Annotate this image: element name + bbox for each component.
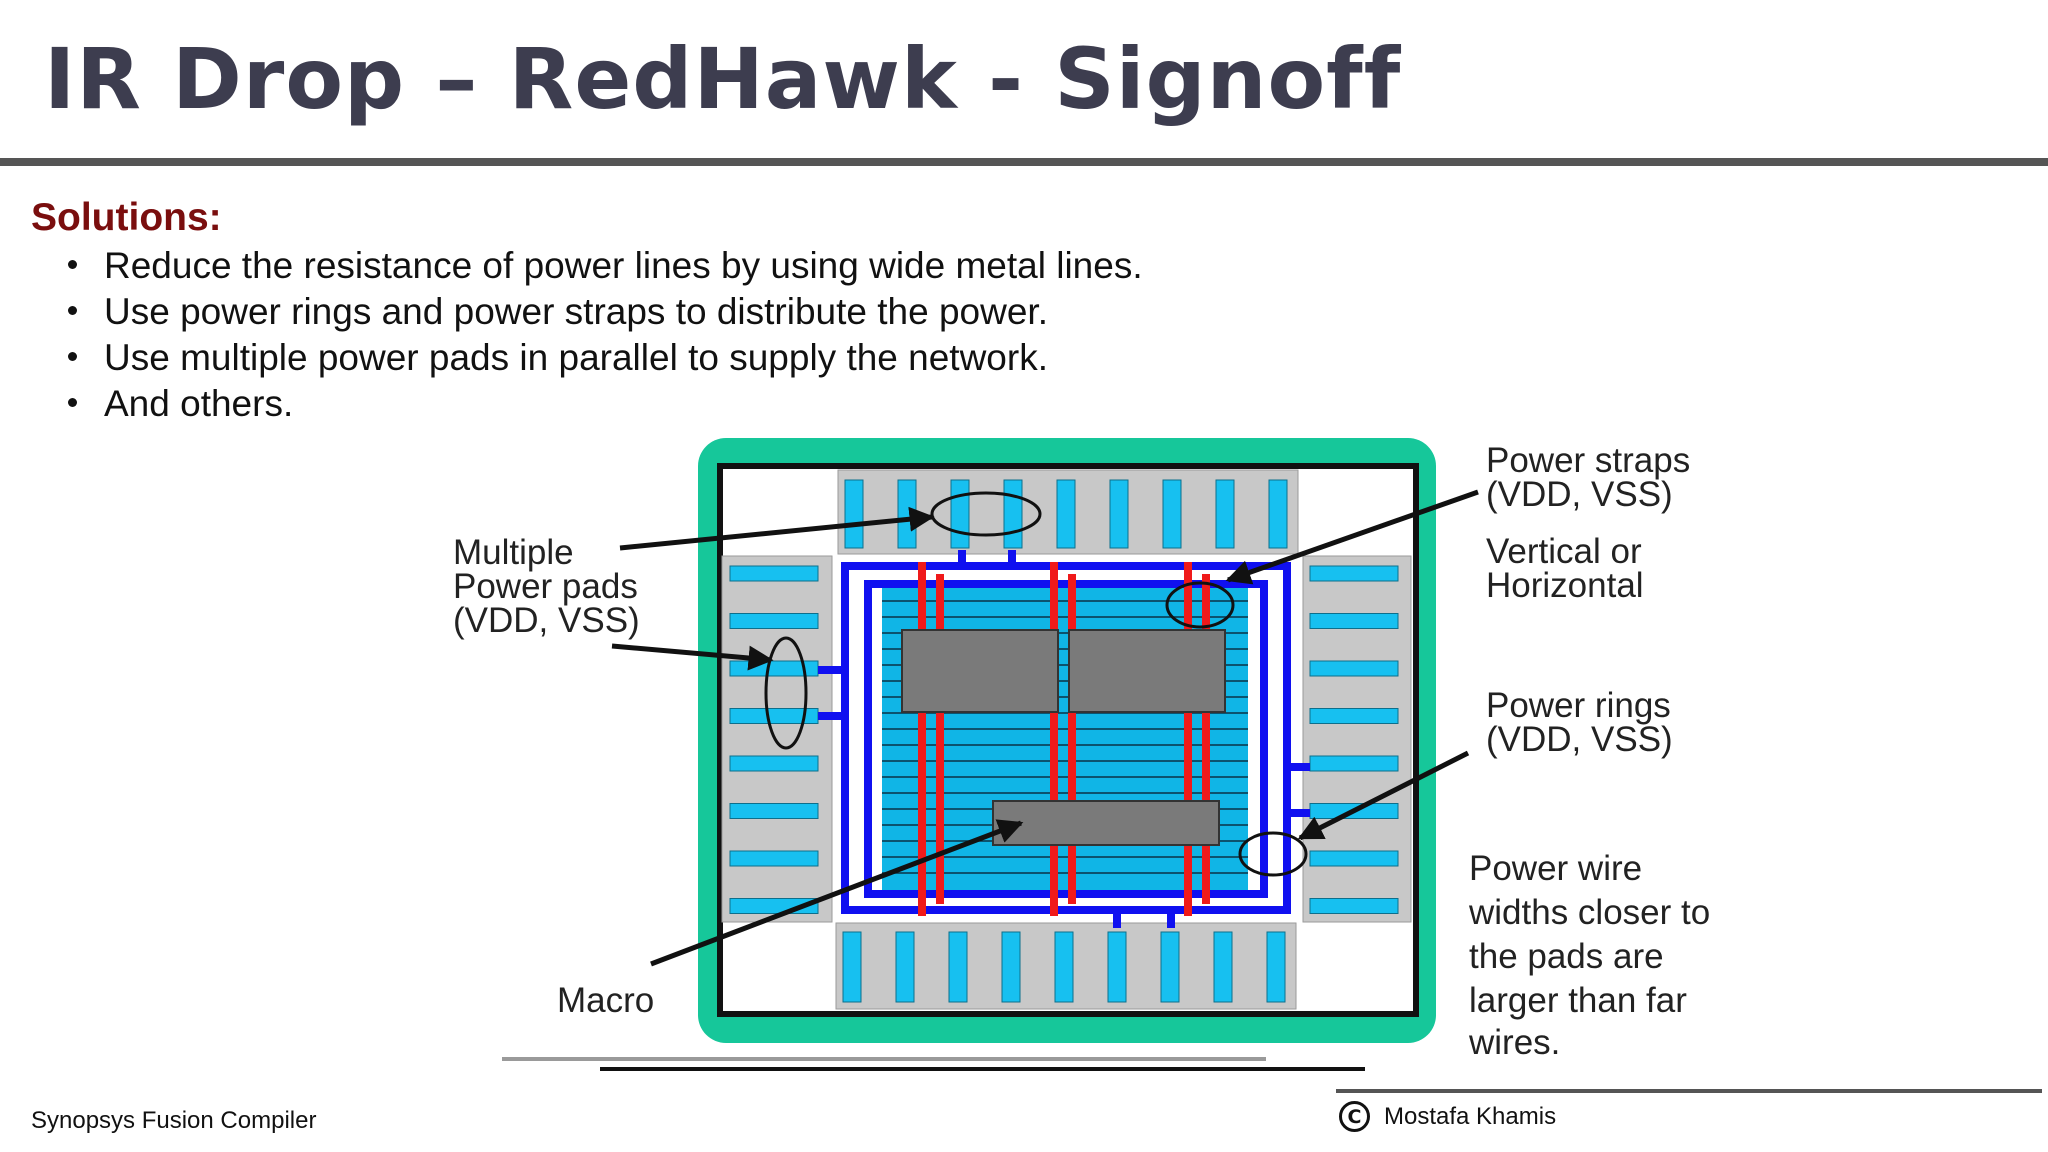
arrow-rings (1297, 750, 1470, 841)
label-line: larger than far (1469, 981, 1687, 1020)
label-line: Power wire (1469, 849, 1642, 888)
macro-block-bottom (992, 800, 1220, 846)
list-item-text: Reduce the resistance of power lines by … (104, 245, 1143, 286)
power-pad (842, 931, 862, 1003)
power-pad (895, 931, 915, 1003)
label-macro: Macro (557, 981, 654, 1020)
footer-divider-right (1336, 1089, 2042, 1093)
power-pad (1160, 931, 1180, 1003)
list-item: And others. (58, 381, 1143, 427)
power-pad (897, 479, 917, 549)
power-pad (1266, 931, 1286, 1003)
label-power-rings: Power rings (VDD, VSS) (1486, 686, 1681, 759)
label-line: the pads are (1469, 937, 1664, 976)
power-pad (1309, 898, 1399, 914)
power-pad (1054, 931, 1074, 1003)
power-pads-right (1309, 565, 1399, 914)
power-pad (1162, 479, 1182, 549)
power-pad (948, 931, 968, 1003)
arrow-macro (650, 819, 1024, 967)
label-line: (VDD, VSS) (1486, 475, 1673, 514)
power-pad (1213, 931, 1233, 1003)
label-line: Power straps (1486, 441, 1690, 480)
label-line: Power rings (1486, 686, 1671, 725)
power-pad (1309, 708, 1399, 724)
label-line: Horizontal (1486, 566, 1644, 605)
callout-left-pads (764, 636, 808, 750)
power-pad (1215, 479, 1235, 549)
list-item-text: And others. (104, 383, 294, 424)
footer-divider-black (600, 1067, 1365, 1071)
label-power-pads: Multiple Power pads (VDD, VSS) (453, 533, 648, 640)
footer-credit: C Mostafa Khamis (1339, 1101, 1556, 1132)
label-line: (VDD, VSS) (1486, 720, 1673, 759)
list-item: Use power rings and power straps to dist… (58, 289, 1143, 335)
arrow-pads-left (611, 643, 774, 671)
label-orientation: Vertical or Horizontal (1486, 532, 1651, 605)
footer-source: Synopsys Fusion Compiler (31, 1107, 317, 1134)
slide-title: IR Drop – RedHawk - Signoff (44, 30, 1402, 128)
label-power-straps: Power straps (VDD, VSS) (1486, 441, 1700, 514)
bullet-icon (68, 260, 77, 269)
pad-region-left (721, 555, 833, 923)
title-divider (0, 158, 2048, 166)
callout-arrows (611, 489, 1479, 967)
power-pad (729, 565, 819, 582)
power-pad (729, 613, 819, 629)
power-pad (1309, 660, 1399, 677)
power-pad (1003, 479, 1023, 549)
label-line: widths closer to (1468, 893, 1710, 932)
power-pad (729, 755, 819, 772)
bullet-icon (68, 398, 77, 407)
solutions-list: Reduce the resistance of power lines by … (58, 243, 1143, 427)
power-pads-top (844, 479, 1288, 549)
power-pad (1309, 850, 1399, 867)
label-line: Power pads (453, 567, 638, 606)
footer-author: Mostafa Khamis (1384, 1102, 1557, 1130)
bullet-icon (68, 352, 77, 361)
macro-block-left (901, 629, 1059, 713)
power-pad (1056, 479, 1076, 549)
list-item: Reduce the resistance of power lines by … (58, 243, 1143, 289)
power-pad (1309, 613, 1399, 629)
list-item-text: Use multiple power pads in parallel to s… (104, 337, 1048, 378)
list-item: Use multiple power pads in parallel to s… (58, 335, 1143, 381)
pad-region-right (1302, 555, 1412, 923)
arrow-pads-top (619, 506, 935, 551)
power-ring-inner (864, 580, 1268, 898)
power-pad (1268, 479, 1288, 549)
power-pad (844, 479, 864, 549)
label-line: Vertical or (1486, 532, 1642, 571)
power-pads-bottom (842, 931, 1286, 1003)
label-wire-widths: Power wire widths closer to the pads are… (1468, 849, 1720, 1062)
bullet-icon (68, 306, 77, 315)
power-pad (729, 850, 819, 867)
callout-strap (1165, 581, 1235, 629)
label-line: Multiple (453, 533, 574, 572)
power-pad (729, 803, 819, 819)
label-line: wires. (1468, 1023, 1560, 1062)
power-pad (1309, 565, 1399, 582)
callout-ring (1238, 831, 1308, 877)
solutions-heading: Solutions: (31, 196, 222, 239)
power-ring-outer (841, 562, 1291, 914)
power-pad (950, 479, 970, 549)
copyright-icon: C (1339, 1101, 1370, 1132)
arrow-straps (1225, 489, 1479, 585)
power-pad (1109, 479, 1129, 549)
label-line: (VDD, VSS) (453, 601, 640, 640)
power-pad (1107, 931, 1127, 1003)
macro-block-right (1068, 629, 1226, 713)
ring-pad-connections (818, 550, 1310, 928)
power-pad (1309, 755, 1399, 772)
footer-divider-gray (502, 1057, 1266, 1061)
list-item-text: Use power rings and power straps to dist… (104, 291, 1048, 332)
power-pad (1001, 931, 1021, 1003)
